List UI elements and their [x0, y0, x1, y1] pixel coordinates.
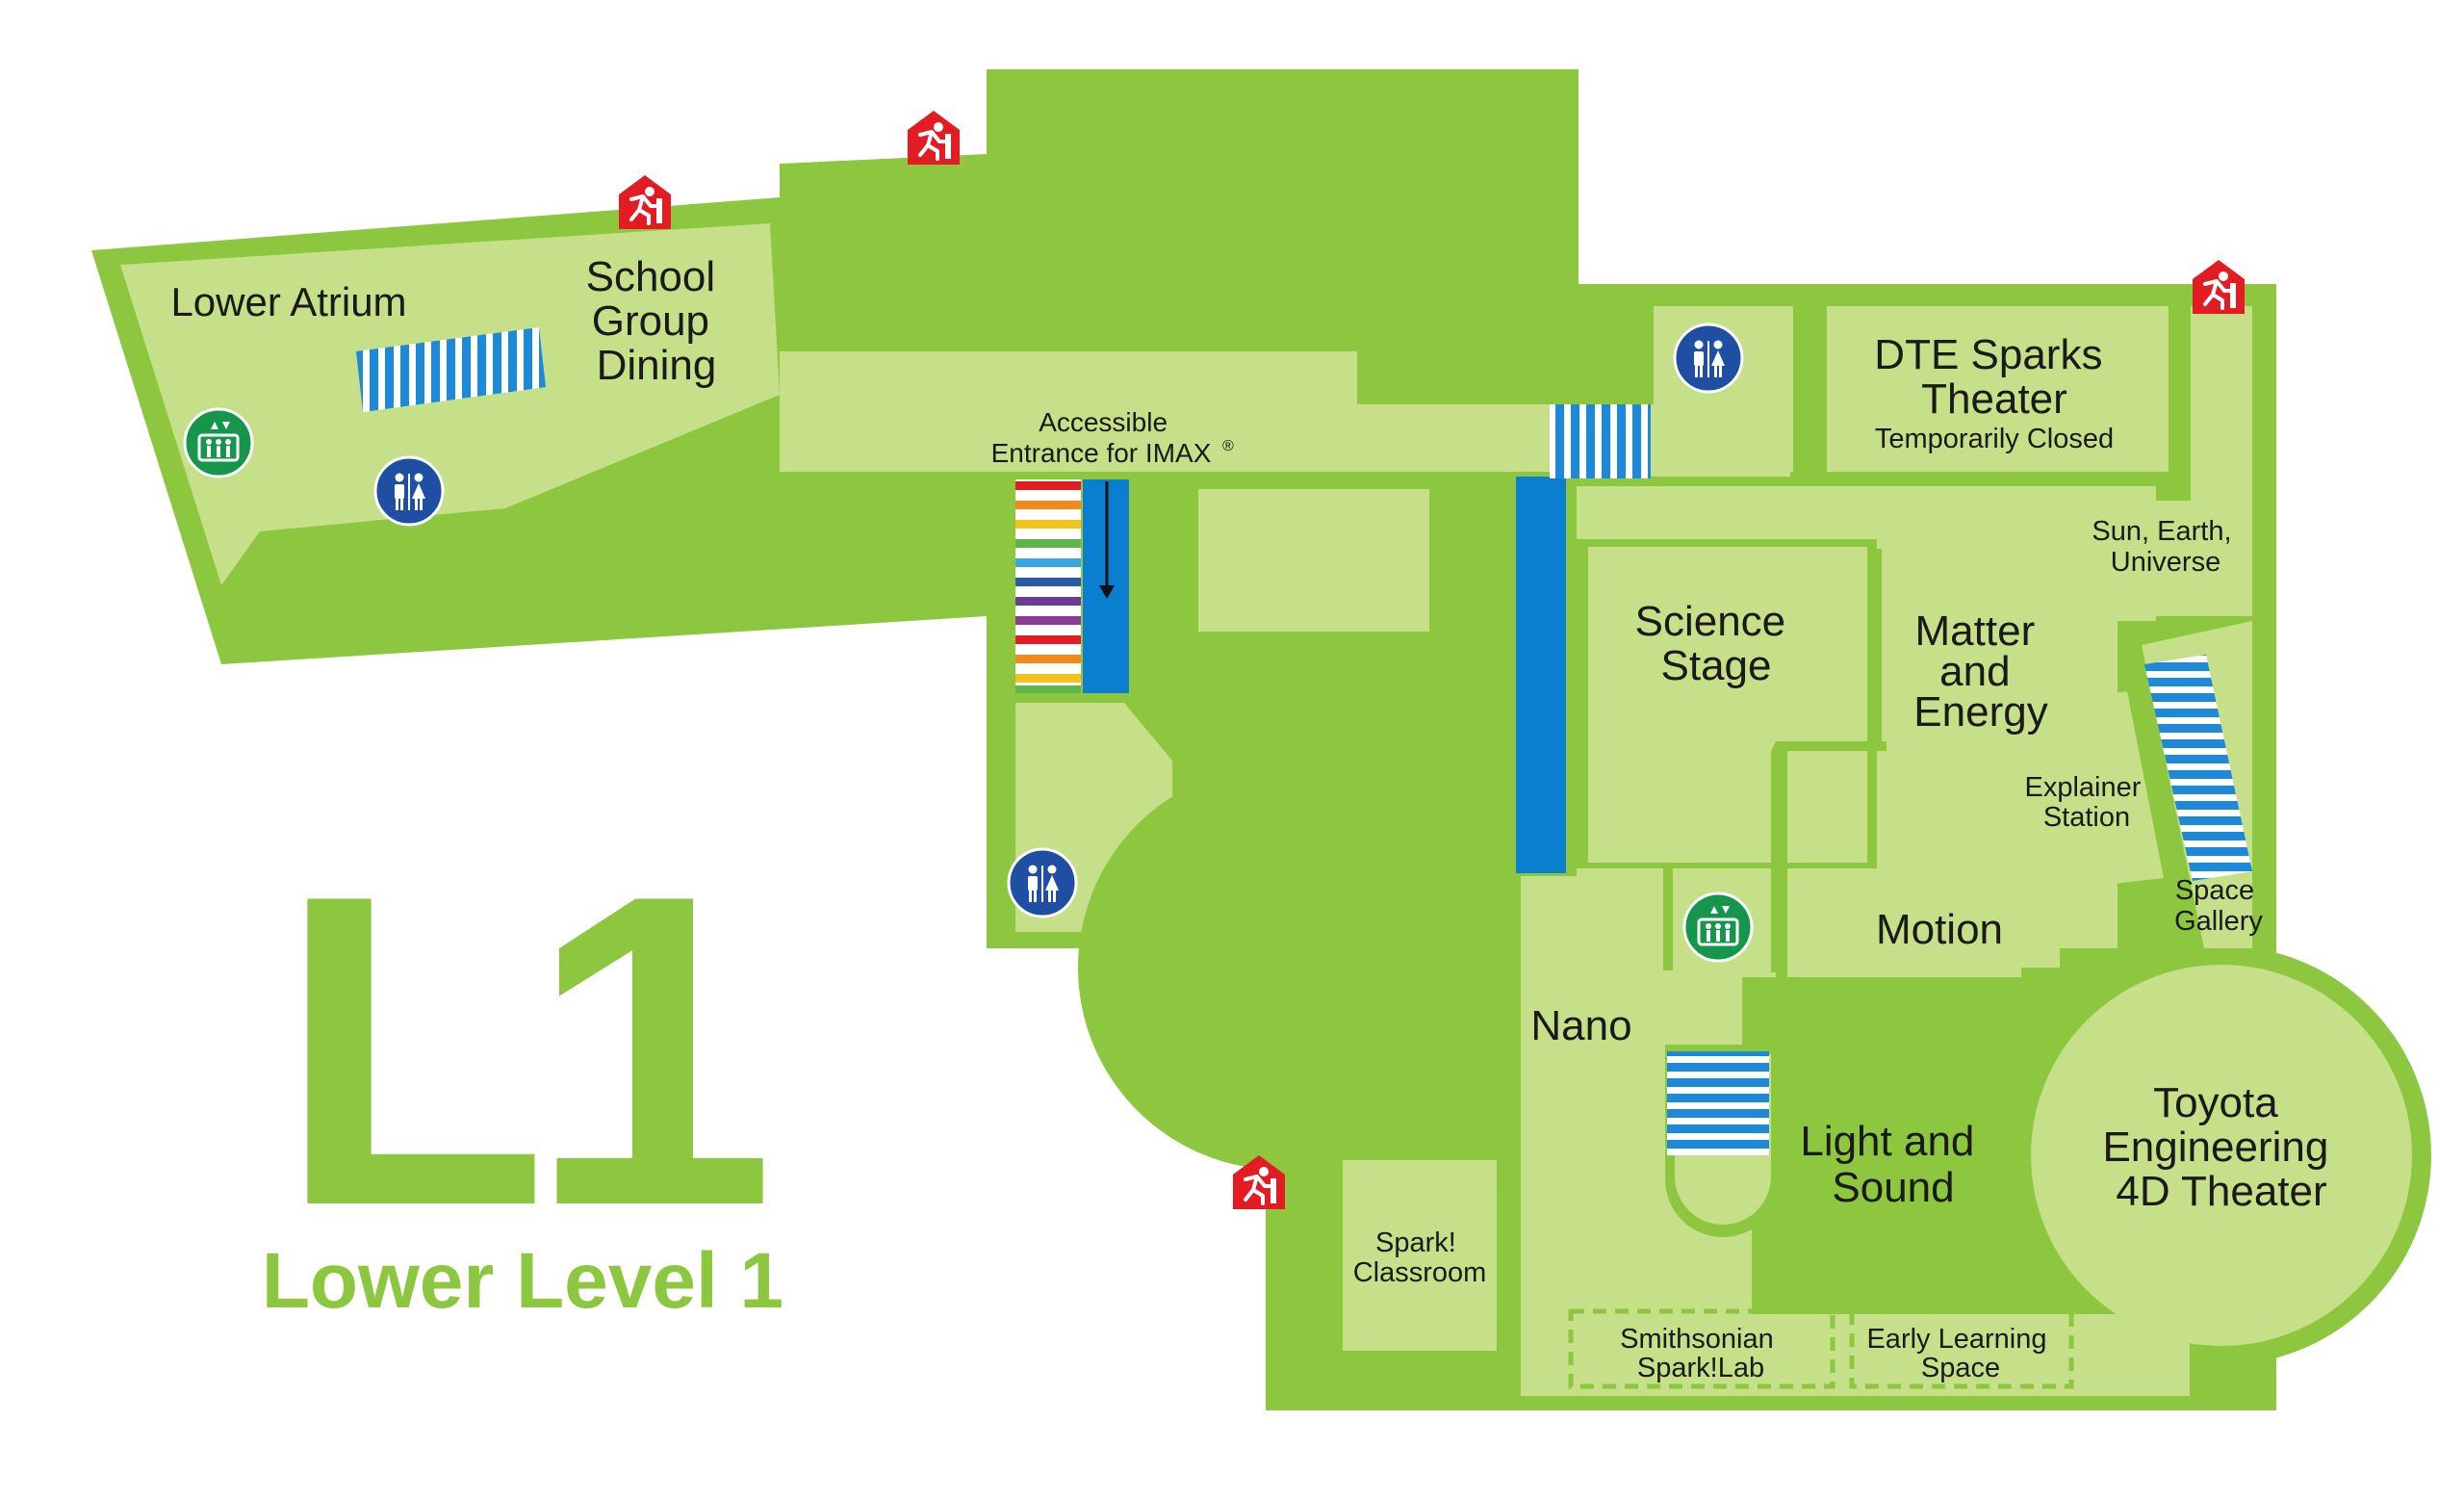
label-light-sound: Light and Sound [1800, 1118, 1986, 1211]
label-sun-earth-universe: Sun, Earth, Universe [2092, 516, 2239, 578]
labels: Lower Atrium School Group Dining Accessi… [170, 253, 2340, 1383]
label-accessible-entrance: Accessible Entrance for IMAX [991, 407, 1212, 468]
label-explainer-station: Explainer Station [2025, 772, 2149, 833]
label-smithsonian-sparklab: Smithsonian Spark!Lab [1620, 1324, 1782, 1383]
stairs-group [356, 327, 2252, 1155]
level-code: L1 [278, 804, 764, 1298]
label-science-stage: Science Stage [1635, 598, 1798, 689]
restroom-icon [373, 455, 445, 527]
exit-icon [2191, 258, 2246, 316]
label-school-group-dining: School Group Dining [586, 253, 728, 389]
restroom-icon [1673, 323, 1744, 394]
label-registered-mark: ® [1222, 438, 1234, 454]
elevator-icon [1682, 892, 1754, 963]
label-spark-classroom: Spark! Classroom [1353, 1228, 1487, 1288]
stairs-icon [2144, 655, 2252, 881]
label-motion: Motion [1876, 906, 2003, 953]
ramps [1083, 477, 1566, 873]
stairs-icon [356, 327, 546, 412]
stairs-icon [1550, 404, 1651, 478]
rainbow-stairs-icon [1015, 479, 1081, 693]
label-matter-energy: Matter and Energy [1913, 607, 2047, 736]
elevator-icon [183, 407, 254, 478]
label-early-learning: Early Learning Space [1866, 1324, 2054, 1383]
stairs-icon [1667, 1051, 1769, 1155]
level-marker: L1 Lower Level 1 [262, 804, 783, 1325]
label-dte-status: Temporarily Closed [1875, 424, 2114, 454]
label-toyota-theater: Toyota Engineering 4D Theater [2102, 1079, 2340, 1215]
label-dte-sparks: DTE Sparks Theater [1874, 331, 2114, 423]
label-space-gallery: Space Gallery [2174, 875, 2263, 937]
restroom-icon [1007, 847, 1078, 918]
rotunda [1078, 765, 1482, 1170]
label-nano: Nano [1530, 1002, 1631, 1049]
exit-icon [906, 109, 962, 167]
label-lower-atrium: Lower Atrium [170, 279, 406, 324]
level-name: Lower Level 1 [262, 1237, 783, 1325]
exit-icon [617, 173, 673, 231]
